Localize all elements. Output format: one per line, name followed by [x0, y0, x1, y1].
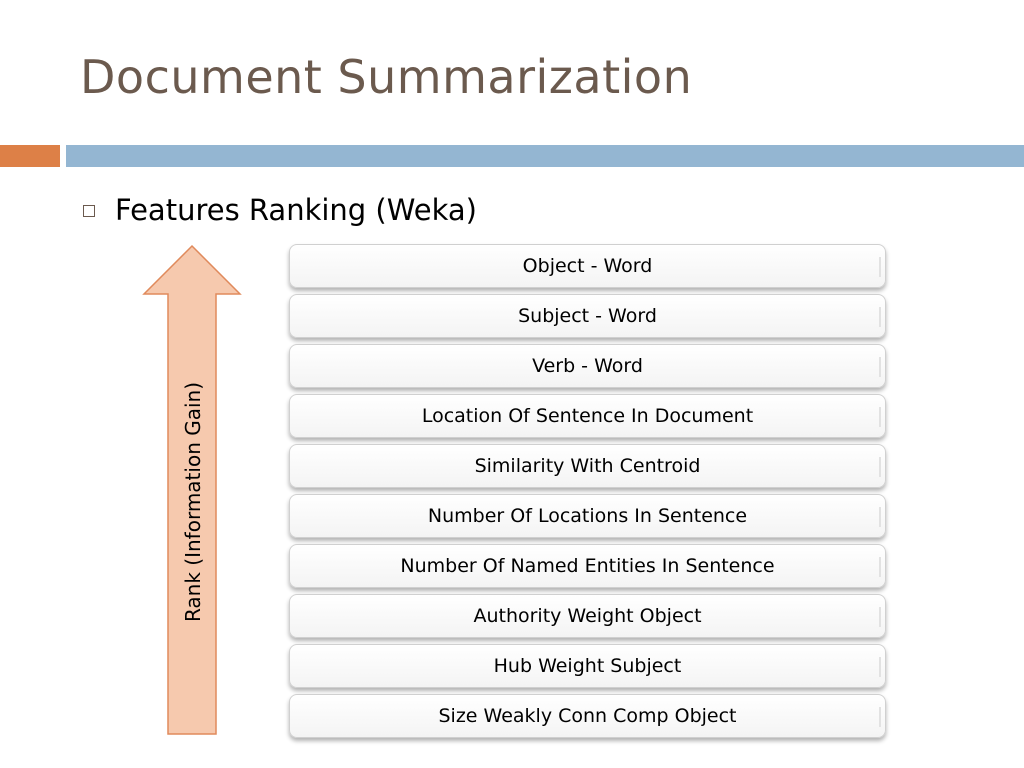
- slide-title: Document Summarization: [80, 50, 693, 104]
- bullet-text: Features Ranking (Weka): [115, 193, 477, 227]
- feature-item: Number Of Named Entities In Sentence: [289, 544, 886, 588]
- feature-item: Similarity With Centroid: [289, 444, 886, 488]
- feature-item: Number Of Locations In Sentence: [289, 494, 886, 538]
- accent-bar-orange: [0, 145, 60, 167]
- feature-ranking-list: Object - Word Subject - Word Verb - Word…: [289, 244, 886, 738]
- feature-item: Object - Word: [289, 244, 886, 288]
- feature-item: Subject - Word: [289, 294, 886, 338]
- accent-bar-blue: [66, 145, 1024, 167]
- feature-item: Location Of Sentence In Document: [289, 394, 886, 438]
- up-arrow-shape: [142, 244, 242, 735]
- feature-item: Authority Weight Object: [289, 594, 886, 638]
- rank-axis-label: Rank (Information Gain): [181, 381, 205, 623]
- feature-item: Verb - Word: [289, 344, 886, 388]
- feature-item: Hub Weight Subject: [289, 644, 886, 688]
- square-bullet-icon: [83, 205, 95, 217]
- feature-item: Size Weakly Conn Comp Object: [289, 694, 886, 738]
- up-arrow-icon: [142, 244, 242, 735]
